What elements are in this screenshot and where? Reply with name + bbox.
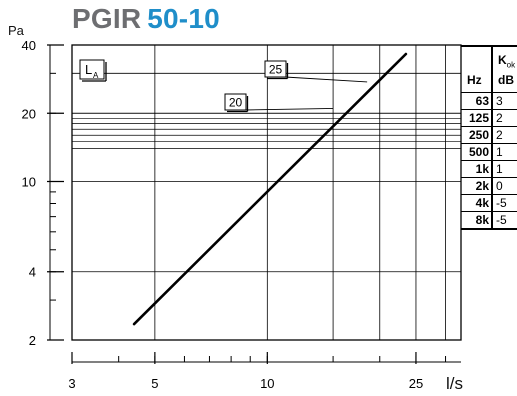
x-tick-label-0: 3 xyxy=(68,376,75,391)
table-row: 500 1 xyxy=(461,143,517,160)
x-tick-label-3: 25 xyxy=(409,376,423,391)
legend-label: L xyxy=(85,62,92,77)
annotation-label-1: 20 xyxy=(229,96,243,110)
sound-level-annotation-20: 20 xyxy=(224,93,334,113)
row-correction-db: 0 xyxy=(496,179,503,193)
x-tick-label-1: 5 xyxy=(151,376,158,391)
row-correction-db: -5 xyxy=(496,196,507,210)
header-db: dB xyxy=(498,73,514,87)
row-correction-db: 3 xyxy=(496,94,503,108)
row-correction-db: -5 xyxy=(496,213,507,227)
table-row: 8k -5 xyxy=(461,211,517,230)
row-frequency: 2k xyxy=(475,179,489,193)
y-tick-label-1: 4 xyxy=(29,265,36,280)
series-line-0 xyxy=(132,52,408,326)
series-layer xyxy=(132,52,408,326)
y-tick-label-4: 40 xyxy=(22,38,36,53)
row-frequency: 63 xyxy=(475,94,489,108)
plot-border xyxy=(71,44,462,341)
row-frequency: 8k xyxy=(475,213,489,227)
correction-table-rows: 63 3 125 2 250 2 500 1 1k 1 2k 0 4k -5 8k -5 xyxy=(461,92,517,230)
header-hz: Hz xyxy=(467,73,482,87)
title-model: PGIR xyxy=(72,3,142,34)
table-row: 1k 1 xyxy=(461,160,517,177)
correction-table-header: Kok Hz dB xyxy=(461,45,517,92)
annotation-box-1 xyxy=(224,93,247,111)
row-frequency: 500 xyxy=(468,145,489,159)
annotation-label-0: 25 xyxy=(269,63,283,77)
y-tick-label-2: 10 xyxy=(22,175,36,190)
plot-frame xyxy=(71,44,462,341)
y-tick-label-3: 20 xyxy=(22,106,36,121)
y-tick-label-0: 2 xyxy=(29,333,36,348)
row-frequency: 4k xyxy=(475,196,489,210)
annotation-box-0 xyxy=(264,60,287,78)
table-row: 63 3 xyxy=(461,92,517,109)
header-k: Kok xyxy=(498,53,516,70)
x-axis: 3 5 10 25 xyxy=(68,352,461,391)
table-row: 4k -5 xyxy=(461,194,517,211)
sound-level-annotation-25: 25 xyxy=(264,60,368,83)
legend-label-sub: A xyxy=(93,71,99,80)
table-row: 2k 0 xyxy=(461,177,517,194)
row-correction-db: 1 xyxy=(496,162,503,176)
annotation-leader-0 xyxy=(284,76,368,83)
annotation-leader-1 xyxy=(244,108,334,111)
table-row: 250 2 xyxy=(461,126,517,143)
table-row: 125 2 xyxy=(461,109,517,126)
y-axis: 2 4 10 20 40 xyxy=(22,38,64,348)
title-size: 50-10 xyxy=(147,3,220,34)
row-correction-db: 2 xyxy=(496,111,503,125)
row-frequency: 125 xyxy=(468,111,489,125)
row-frequency: 250 xyxy=(468,128,489,142)
legend-box xyxy=(79,59,105,80)
sound-level-lines xyxy=(72,112,461,149)
row-correction-db: 1 xyxy=(496,145,503,159)
correction-table: Kok Hz dB 63 3 125 2 250 2 500 1 1k 1 2k 0 4k -5 8k -5 xyxy=(461,45,517,230)
x-axis-unit: l/s xyxy=(446,374,463,393)
x-tick-label-2: 10 xyxy=(260,376,274,391)
y-axis-unit: Pa xyxy=(8,23,24,38)
row-frequency: 1k xyxy=(475,162,489,176)
row-correction-db: 2 xyxy=(496,128,503,142)
